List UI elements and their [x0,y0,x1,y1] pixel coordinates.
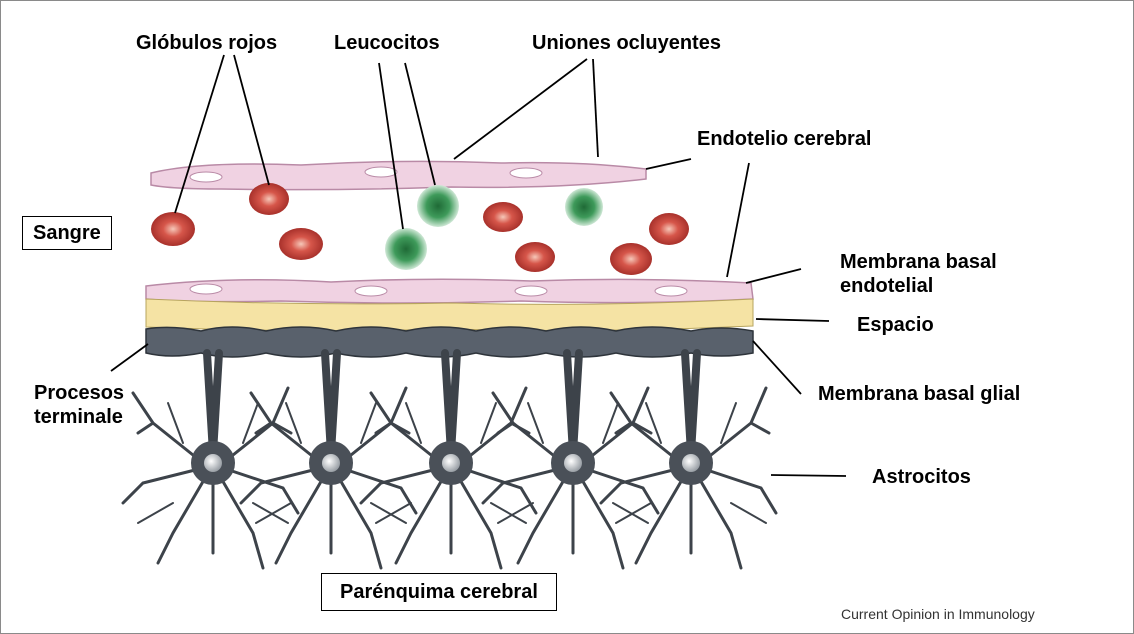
upper-endothelium [151,161,646,189]
glial-endfeet [146,327,753,357]
label-membrana-basal-endotelial: Membrana basal endotelial [840,250,1080,298]
label-globulos-rojos: Glóbulos rojos [136,31,277,55]
label-membrana-basal-glial: Membrana basal glial [818,382,1020,406]
label-sangre: Sangre [22,216,112,250]
label-leucocitos: Leucocitos [334,31,440,55]
label-procesos-terminales: Procesos terminale [34,381,152,429]
label-uniones-ocluyentes: Uniones ocluyentes [532,31,721,55]
label-endotelio-cerebral: Endotelio cerebral [697,127,872,151]
astrocytes [123,353,776,568]
basal-membrane-space [146,299,753,331]
label-espacio: Espacio [857,313,934,337]
leader-lines [111,55,846,476]
label-astrocitos: Astrocitos [872,465,971,489]
credit-text: Current Opinion in Immunology [841,606,1035,622]
label-parenquima-cerebral: Parénquima cerebral [321,573,557,611]
